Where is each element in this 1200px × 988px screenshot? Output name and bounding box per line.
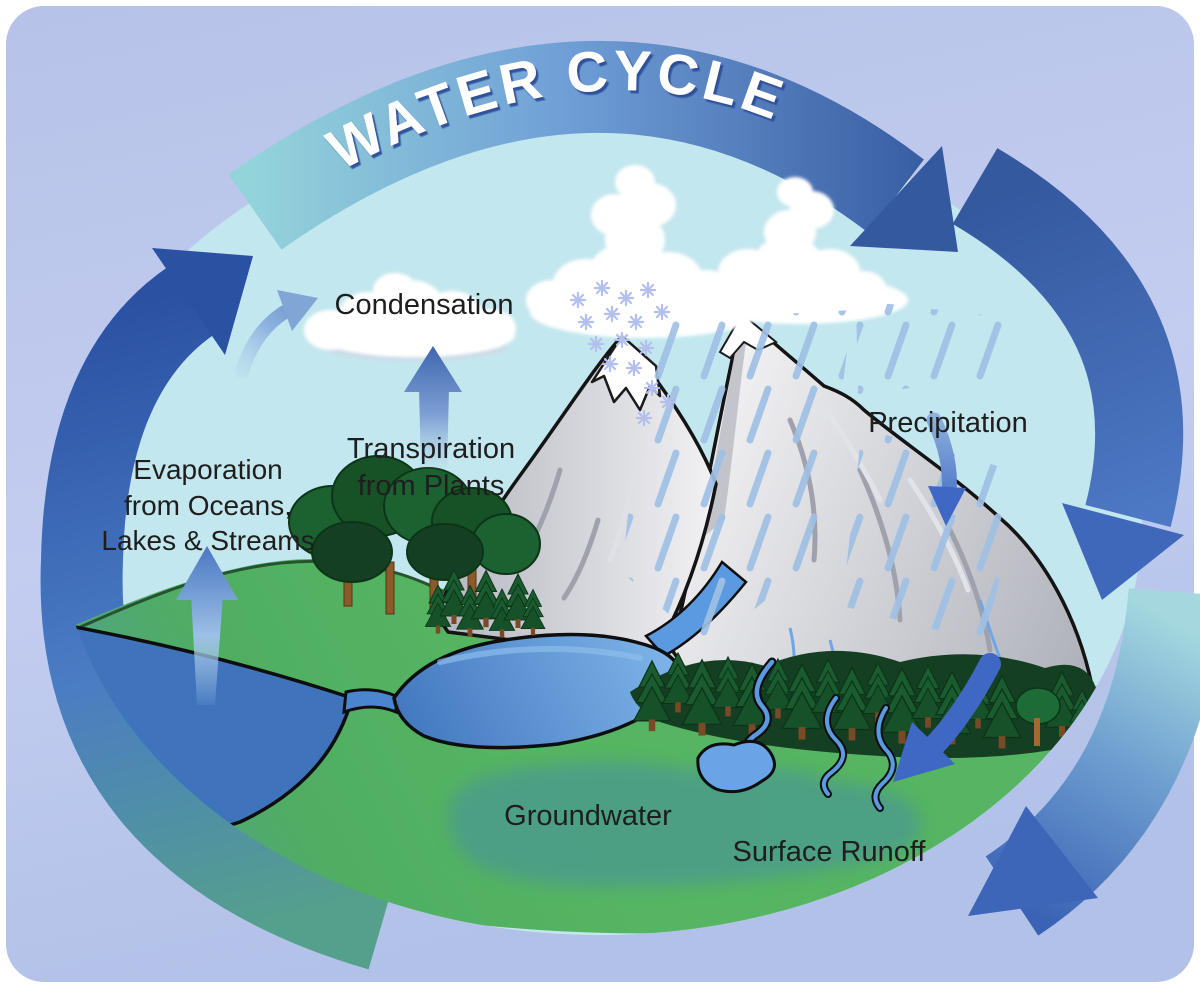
surface-runoff-text: Surface Runoff [732, 836, 926, 869]
condensation-arrow [235, 290, 318, 379]
storm-cloud-2 [691, 177, 908, 324]
label-surface-runoff: Surface Runoff [659, 797, 999, 871]
groundwater-text: Groundwater [504, 800, 672, 833]
evaporation-text: Evaporation from Oceans, Lakes & Streams [101, 453, 315, 557]
pond [696, 739, 776, 794]
evaporation-arrow [176, 546, 238, 705]
channel [342, 688, 398, 715]
condensation-cloud [304, 273, 516, 361]
label-precipitation: Precipitation [778, 368, 1118, 442]
label-evaporation: Evaporation from Oceans, Lakes & Streams [38, 416, 378, 559]
deciduous-trees [288, 455, 541, 615]
precipitation-arrow [926, 412, 966, 526]
clouds [304, 165, 908, 361]
cycle-arrow-bottom [968, 587, 1200, 936]
land-crest-outline [59, 559, 453, 638]
label-condensation: Condensation [254, 250, 594, 324]
transpiration-arrow [404, 346, 462, 470]
transpiration-text: Transpiration from Plants [346, 433, 516, 503]
cycle-arrow-right [952, 148, 1184, 600]
rain-streaks [622, 300, 1026, 648]
label-groundwater: Groundwater [418, 761, 758, 835]
groundwater-shade [449, 762, 921, 888]
label-transpiration: Transpiration from Plants [261, 394, 601, 505]
precipitation-text: Precipitation [868, 407, 1028, 440]
cycle-arrow-left [40, 248, 392, 970]
surface-runoff-arrow [893, 653, 1001, 782]
condensation-text: Condensation [334, 289, 514, 322]
